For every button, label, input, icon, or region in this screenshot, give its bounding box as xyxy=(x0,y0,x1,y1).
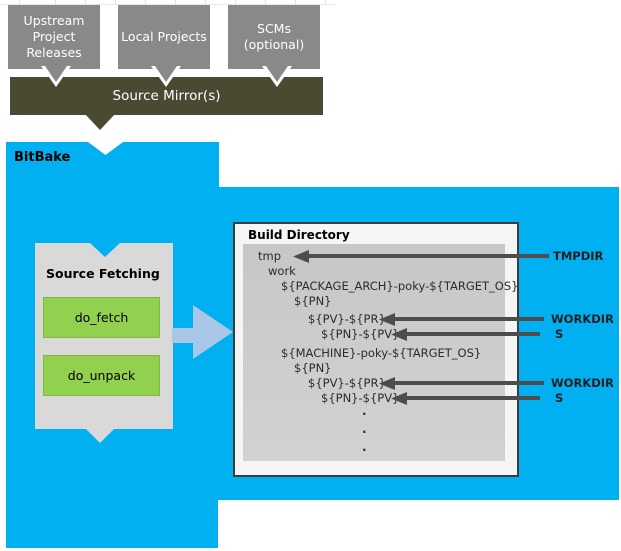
do-fetch-task: do_fetch xyxy=(43,297,160,338)
ellipsis-dot: . xyxy=(362,422,367,436)
s-arrow-line-2 xyxy=(406,396,540,400)
workdir-label-2: WORKDIR xyxy=(551,376,614,390)
upstream-project-releases-box: Upstream Project Releases xyxy=(8,5,100,69)
ellipsis-dot: . xyxy=(362,440,367,454)
s-label-2: S xyxy=(555,391,564,405)
scms-optional-label: SCMs (optional) xyxy=(243,21,305,52)
dir-pv-pr-2: ${PV}-${PR} xyxy=(308,376,386,390)
do-unpack-label: do_unpack xyxy=(67,368,136,383)
upstream-project-releases-label: Upstream Project Releases xyxy=(23,13,85,60)
scms-optional-box: SCMs (optional) xyxy=(228,5,320,69)
bitbake-region-bottom xyxy=(6,500,218,548)
dir-pn: ${PN} xyxy=(294,294,332,308)
build-directory-title: Build Directory xyxy=(248,228,350,242)
workdir-arrow-line-2 xyxy=(394,381,544,385)
dir-pn-2: ${PN} xyxy=(294,361,332,375)
workdir-label-1: WORKDIR xyxy=(551,312,614,326)
tmpdir-arrow-line xyxy=(308,254,549,258)
mirror-down-arrow-icon xyxy=(85,114,115,130)
dir-work: work xyxy=(268,264,296,278)
ellipsis-dot: . xyxy=(362,404,367,418)
top-gridlines xyxy=(0,0,336,5)
local-projects-box: Local Projects xyxy=(118,5,210,69)
s-label-1: S xyxy=(555,327,564,341)
dir-pv-pr: ${PV}-${PR} xyxy=(308,312,386,326)
s-arrow-line-1 xyxy=(406,332,540,336)
dir-tmp: tmp xyxy=(258,249,282,263)
do-fetch-label: do_fetch xyxy=(74,310,129,325)
bitbake-label: BitBake xyxy=(14,150,71,165)
workdir-arrow-line-1 xyxy=(394,317,544,321)
local-projects-label: Local Projects xyxy=(121,29,207,44)
do-unpack-task: do_unpack xyxy=(43,355,160,396)
source-mirrors-label: Source Mirror(s) xyxy=(112,88,221,104)
tmpdir-label: TMPDIR xyxy=(553,249,604,263)
source-fetching-title: Source Fetching xyxy=(46,266,160,281)
dir-package-arch: ${PACKAGE_ARCH}-poky-${TARGET_OS} xyxy=(281,279,519,293)
directory-tree-panel xyxy=(243,244,505,461)
dir-machine: ${MACHINE}-poky-${TARGET_OS} xyxy=(281,346,482,360)
dir-pn-pv: ${PN}-${PV} xyxy=(321,327,400,341)
dir-pn-pv-2: ${PN}-${PV} xyxy=(321,391,400,405)
